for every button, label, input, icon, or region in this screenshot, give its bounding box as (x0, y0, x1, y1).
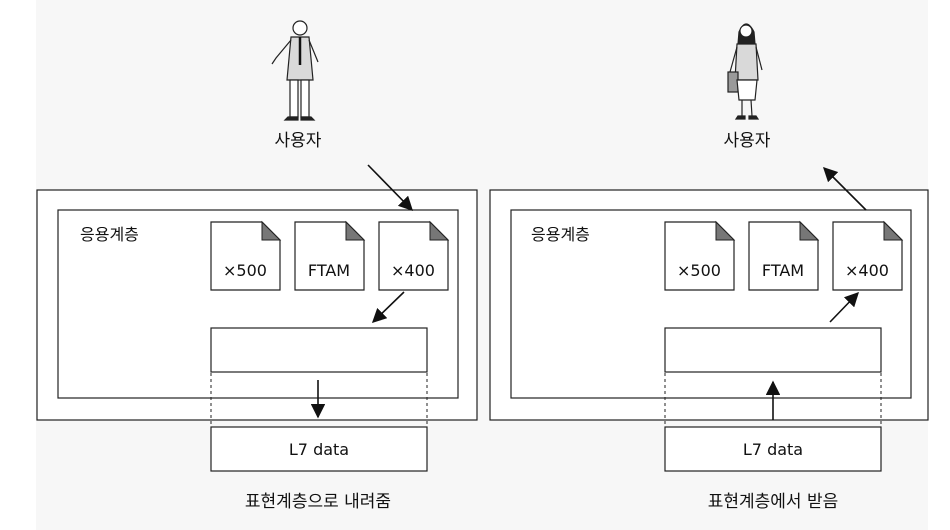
left-panel: 사용자 응용계층 ×500 FTAM ×400 (36, 20, 478, 512)
left-user-label: 사용자 (275, 131, 322, 151)
man-with-suit-icon (271, 20, 319, 121)
right-document-1: ×500 (664, 220, 736, 291)
right-buffer-box (664, 327, 882, 373)
left-caption: 표현계층으로 내려줌 (245, 492, 391, 512)
right-document-3: ×400 (832, 220, 904, 291)
left-document-3: ×400 (378, 220, 450, 291)
left-doc-label: ×500 (223, 261, 267, 280)
right-layer-label: 응용계층 (531, 225, 590, 244)
right-user-label: 사용자 (724, 131, 771, 151)
left-buffer-box (210, 327, 428, 373)
left-l7-data-label: L7 data (289, 440, 349, 459)
left-document-1: ×500 (210, 220, 282, 291)
left-document-2: FTAM (294, 220, 366, 291)
right-doc-label: ×500 (677, 261, 721, 280)
right-caption: 표현계층에서 받음 (708, 492, 839, 512)
left-l7-data-box (210, 426, 428, 472)
right-l7-data-label: L7 data (743, 440, 803, 459)
woman-with-bag-icon (727, 23, 763, 120)
left-arrow-doc-to-buffer (371, 291, 405, 324)
left-arrow-user-to-doc (367, 164, 414, 212)
right-panel: 사용자 응용계층 ×500 FTAM ×400 L7 data (489, 23, 929, 512)
right-document-2: FTAM (748, 220, 820, 291)
right-arrow-doc-to-user (822, 166, 867, 211)
right-l7-data-box (664, 426, 882, 472)
right-arrow-buffer-to-doc (829, 291, 860, 323)
right-doc-label: FTAM (762, 261, 804, 280)
right-doc-label: ×400 (845, 261, 889, 280)
left-doc-label: FTAM (308, 261, 350, 280)
left-layer-label: 응용계층 (80, 225, 139, 244)
left-doc-label: ×400 (391, 261, 435, 280)
